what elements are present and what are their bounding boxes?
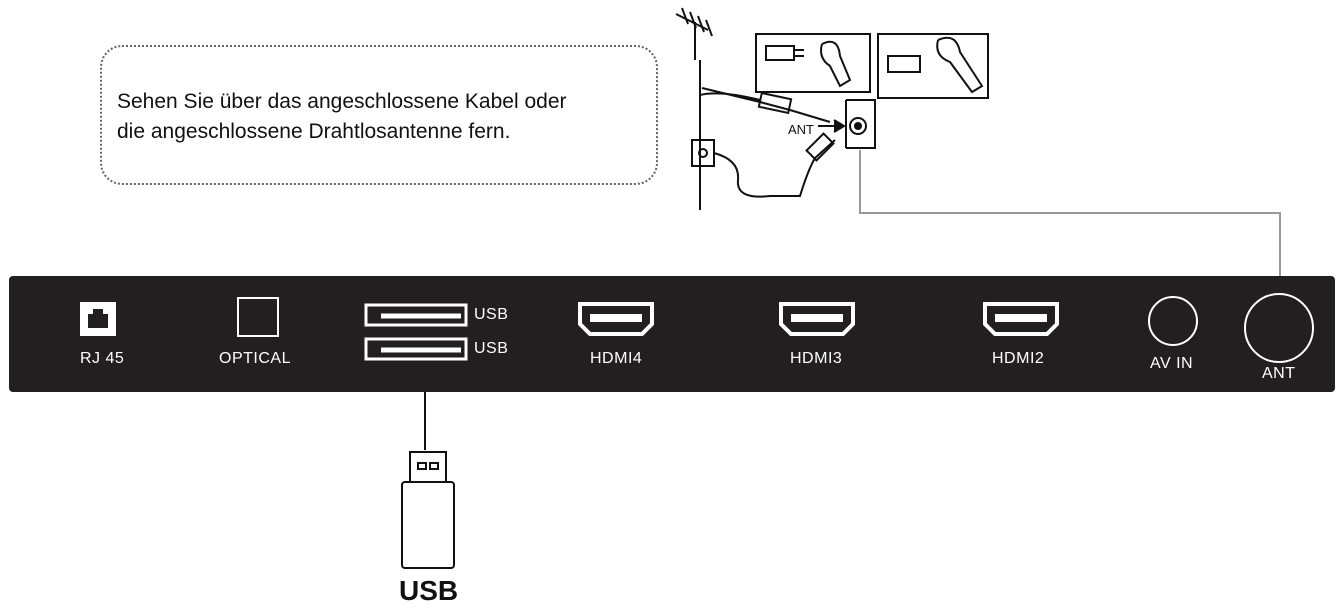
ports-svg [80, 293, 1314, 363]
rj45-label: RJ 45 [80, 350, 125, 367]
coax-plug-icon [757, 91, 793, 115]
aerial-icon [675, 7, 713, 60]
optical-label: OPTICAL [219, 350, 291, 367]
hdmi3-port-icon [779, 302, 855, 336]
usb-stick-icon [401, 451, 455, 569]
ant-port-icon [1244, 293, 1314, 363]
wall-cable [713, 139, 836, 198]
hdmi3-label: HDMI3 [790, 350, 843, 367]
hdmi4-port-icon [578, 302, 654, 336]
aerial-cable [701, 87, 831, 123]
callout-bubble: Sehen Sie über das angeschlossene Kabel … [100, 45, 658, 185]
av-in-port-icon [1148, 296, 1198, 346]
usb-port-bottom-icon [364, 337, 468, 361]
callout-line-1: Sehen Sie über das angeschlossene Kabel … [117, 90, 567, 113]
usb-port-top-icon [364, 303, 468, 327]
hdmi2-port-icon [983, 302, 1059, 336]
wall-socket-icon [691, 139, 715, 167]
ant-socket-icon [849, 117, 867, 135]
hdmi2-label: HDMI2 [992, 350, 1045, 367]
callout-line-2: die angeschlossene Drahtlosantenne fern. [117, 120, 511, 143]
usb-top-label: USB [474, 306, 509, 323]
plug-inset-2 [877, 33, 989, 99]
av-in-label: AV IN [1150, 355, 1194, 372]
antenna-connection-detail [675, 7, 989, 210]
tv-back-panel: RJ 45 OPTICAL USB USB HDMI4 HDMI3 HDMI2 … [9, 276, 1335, 392]
ant-detail-label: ANT [788, 122, 814, 137]
rj45-port-icon [80, 302, 116, 336]
hdmi4-label: HDMI4 [590, 350, 643, 367]
callout-text: Sehen Sie über das angeschlossene Kabel … [117, 87, 567, 147]
ant-connector-line [859, 150, 1281, 298]
usb-device-label: USB [399, 575, 459, 606]
optical-port-icon [237, 297, 279, 337]
ant-label: ANT [1262, 365, 1296, 382]
plug-inset-1 [755, 33, 871, 93]
usb-bottom-label: USB [474, 340, 509, 357]
